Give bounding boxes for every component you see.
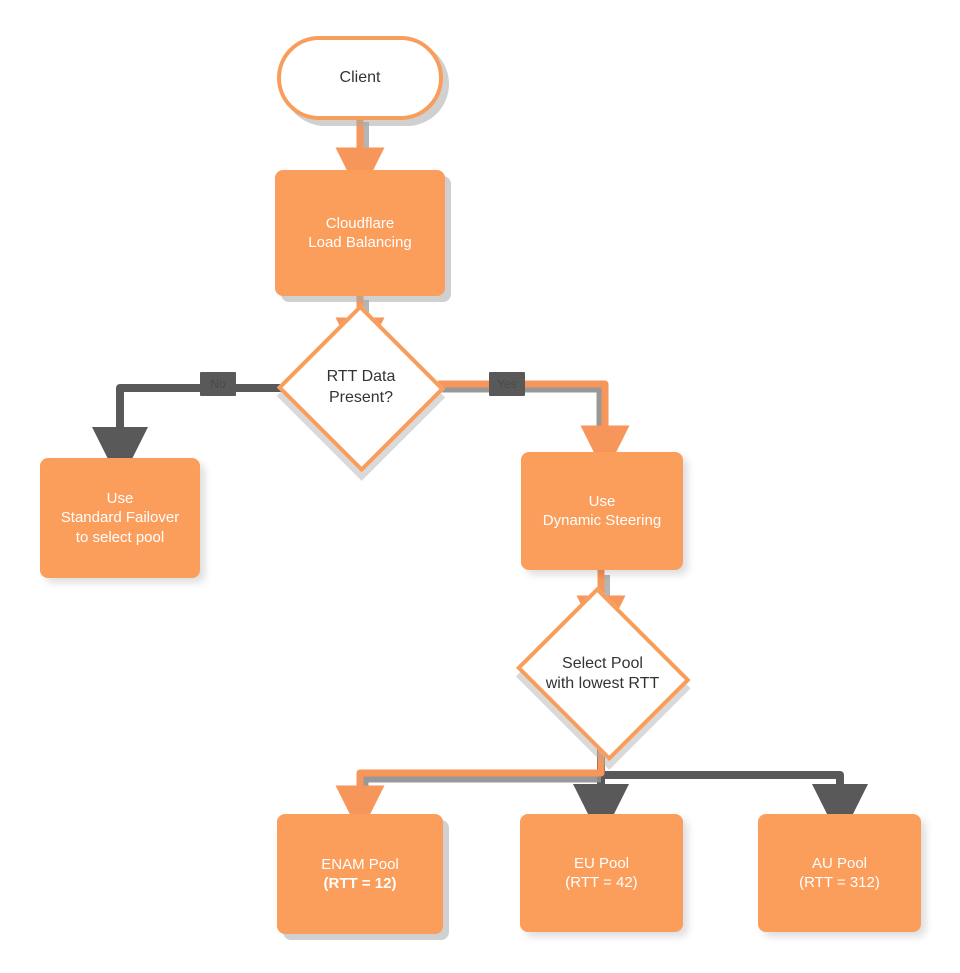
node-au-pool-rtt: (RTT = 312) [799, 874, 880, 891]
node-dynamic-steering[interactable]: Use Dynamic Steering [521, 452, 683, 570]
node-enam-pool-rtt: (RTT = 12) [323, 875, 397, 892]
node-dynamic-steering-label: Use Dynamic Steering [542, 492, 662, 529]
edge-rtt-yes-shadow [440, 383, 606, 450]
node-cloudflare-load-balancing[interactable]: Cloudflare Load Balancing [275, 170, 445, 296]
node-au-pool[interactable]: AU Pool (RTT = 312) [758, 814, 921, 932]
edge-label-yes-text: Yes [497, 377, 517, 391]
edge-label-yes: Yes [489, 372, 525, 396]
node-eu-pool-rtt: (RTT = 42) [565, 874, 638, 891]
node-eu-pool-name: EU Pool [573, 854, 630, 872]
node-enam-pool-name: ENAM Pool [321, 855, 399, 873]
edge-select-pool-enam-shadow [359, 773, 601, 812]
node-client-label: Client [339, 68, 381, 86]
node-cloudflare-load-balancing-label: Cloudflare Load Balancing [308, 214, 412, 251]
edge-select-pool-to-au-pool [601, 771, 868, 840]
edge-select-pool-to-enam-pool [335, 748, 605, 835]
node-select-pool-lowest-rtt[interactable]: Select Pool with lowest RTT [515, 586, 690, 762]
node-au-pool-name: AU Pool [811, 854, 868, 872]
node-eu-pool[interactable]: EU Pool (RTT = 42) [520, 814, 683, 932]
node-standard-failover-label: Use Standard Failover to select pool [60, 490, 180, 546]
node-standard-failover[interactable]: Use Standard Failover to select pool [40, 458, 200, 578]
node-client[interactable]: Client [277, 36, 443, 120]
decision-diamond-shape [515, 586, 690, 762]
node-enam-pool[interactable]: ENAM Pool (RTT = 12) [277, 814, 443, 934]
edge-label-no: No [200, 372, 236, 396]
node-rtt-data-present[interactable]: RTT Data Present? [277, 303, 445, 472]
edge-rtt-no-to-standard-failover [92, 384, 284, 483]
edge-label-no-text: No [210, 377, 226, 391]
decision-diamond-shape [277, 303, 445, 472]
